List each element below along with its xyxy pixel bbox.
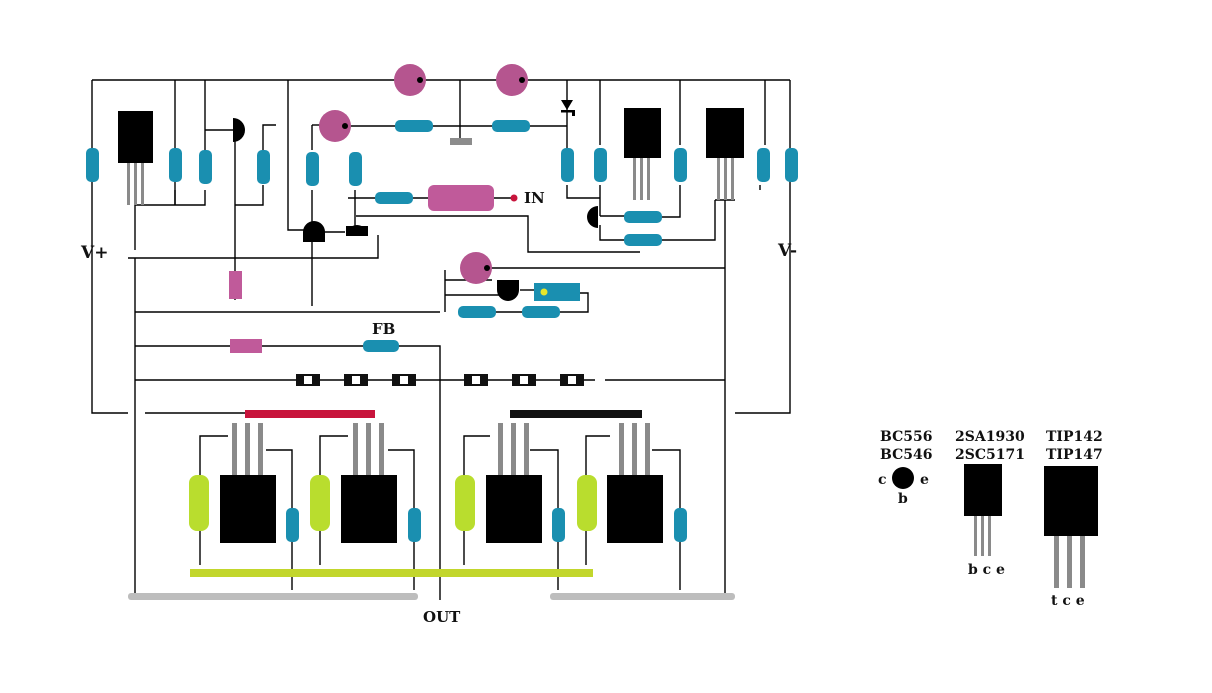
resistor	[458, 306, 496, 318]
power-transistor	[486, 475, 542, 543]
legend-type: BC546	[880, 447, 932, 463]
power-transistor	[341, 475, 397, 543]
resistor	[286, 508, 299, 542]
resistor	[349, 152, 362, 186]
resistor	[86, 148, 99, 182]
capacitor	[310, 475, 330, 531]
resistor	[624, 211, 662, 223]
resistor	[257, 150, 270, 184]
legend-small-transistor: BC556 BC546 c b e	[878, 429, 932, 507]
resistor	[492, 120, 530, 132]
resistor	[199, 150, 212, 184]
ground-tab	[450, 138, 472, 145]
feedback-label: FB	[372, 320, 395, 338]
bias-trimmer[interactable]	[534, 283, 580, 301]
resistor	[230, 339, 262, 353]
small-transistors	[233, 118, 598, 301]
legend-type: BC556	[880, 429, 932, 445]
positive-rail-bar	[245, 410, 375, 418]
power-transistor	[607, 475, 663, 543]
resistor	[395, 120, 433, 132]
output-transistors	[220, 423, 663, 543]
resistor	[306, 152, 319, 186]
ground-bar-right	[550, 593, 735, 600]
transistor-to92	[303, 221, 325, 242]
legend-pin: e	[920, 472, 929, 488]
resistors	[86, 120, 798, 542]
driver-transistors	[118, 108, 744, 205]
legend-pin: b	[898, 491, 908, 507]
trimmer[interactable]	[496, 64, 528, 96]
diode-chain	[296, 374, 584, 386]
legend-type: 2SA1930	[955, 429, 1025, 445]
pink-resistors	[229, 185, 494, 353]
resistor	[757, 148, 770, 182]
trimmer[interactable]	[319, 110, 351, 142]
resistor	[624, 234, 662, 246]
legend-power-transistor: TIP142 TIP147 t c e	[1044, 429, 1103, 609]
input-resistor	[428, 185, 494, 211]
resistor	[594, 148, 607, 182]
driver-transistor	[624, 108, 661, 158]
vminus-label: V-	[777, 241, 797, 261]
ground-bar-left	[128, 593, 418, 600]
resistor	[674, 508, 687, 542]
capacitors	[189, 475, 597, 531]
resistor	[375, 192, 413, 204]
legend-type: TIP142	[1046, 429, 1103, 445]
output-label: OUT	[423, 608, 461, 626]
resistor	[674, 148, 687, 182]
power-transistor	[220, 475, 276, 543]
legend-type: TIP147	[1046, 447, 1103, 463]
driver-transistor	[706, 108, 744, 158]
resistor	[522, 306, 560, 318]
resistor	[785, 148, 798, 182]
input-terminal[interactable]	[510, 194, 518, 202]
capacitor	[577, 475, 597, 531]
capacitor	[455, 475, 475, 531]
resistor	[552, 508, 565, 542]
resistor	[408, 508, 421, 542]
legend-pins: b c e	[968, 562, 1005, 578]
transistor-to92	[587, 206, 598, 228]
trimmers	[319, 64, 528, 284]
legend-type: 2SC5171	[955, 447, 1025, 463]
transistor-to92	[346, 225, 368, 236]
transistor-to92	[497, 280, 519, 301]
feedback-resistor	[363, 340, 399, 352]
diode-symbol	[561, 100, 575, 116]
trimmer[interactable]	[460, 252, 492, 284]
resistor	[561, 148, 574, 182]
transistor-to92	[233, 118, 245, 142]
legend-pin: c	[878, 472, 887, 488]
input-label: IN	[524, 189, 545, 207]
driver-transistor	[118, 111, 153, 163]
legend-driver-transistor: 2SA1930 2SC5171 b c e	[955, 429, 1025, 578]
capacitor	[189, 475, 209, 531]
negative-rail-bar	[510, 410, 642, 418]
vplus-label: V+	[80, 243, 108, 263]
trimmer[interactable]	[394, 64, 426, 96]
legend: BC556 BC546 c b e 2SA1930 2SC5171 b c e …	[878, 429, 1103, 609]
bus-bar	[190, 569, 593, 577]
wiring	[91, 79, 791, 600]
resistor	[169, 148, 182, 182]
legend-pins: t c e	[1051, 593, 1085, 609]
resistor	[229, 271, 242, 299]
